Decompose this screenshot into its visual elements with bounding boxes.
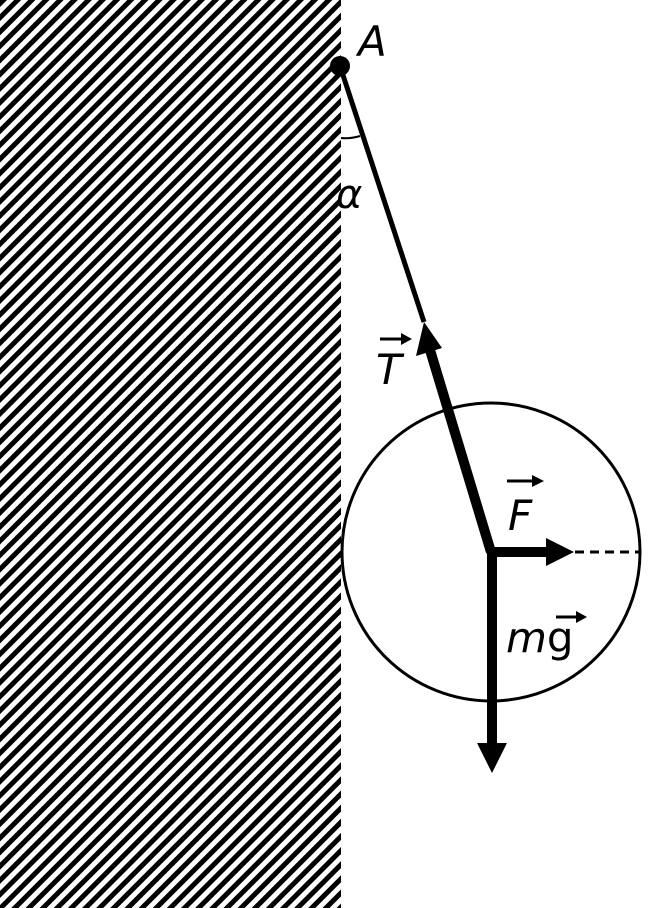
tension-vector-shaft [425, 348, 496, 554]
gravity-label-g: g [547, 613, 574, 662]
angle-alpha-label: α [336, 172, 362, 218]
force-overarrow-head-icon [532, 475, 544, 487]
tension-arrowhead-icon [416, 322, 442, 356]
tension-overarrow-head-icon [401, 333, 412, 345]
string [337, 65, 427, 323]
gravity-overarrow-head-icon [576, 611, 587, 623]
gravity-label-m: m [506, 613, 547, 662]
force-label: F [508, 491, 533, 540]
tension-label: T [376, 345, 405, 394]
gravity-arrowhead-icon [477, 743, 507, 773]
force-arrowhead-icon [546, 538, 574, 566]
hatched-wall [0, 0, 341, 908]
gravity-label: mg [506, 613, 574, 662]
angle-arc [340, 135, 361, 140]
point-a-dot [330, 56, 350, 76]
point-a-label: A [355, 17, 387, 66]
